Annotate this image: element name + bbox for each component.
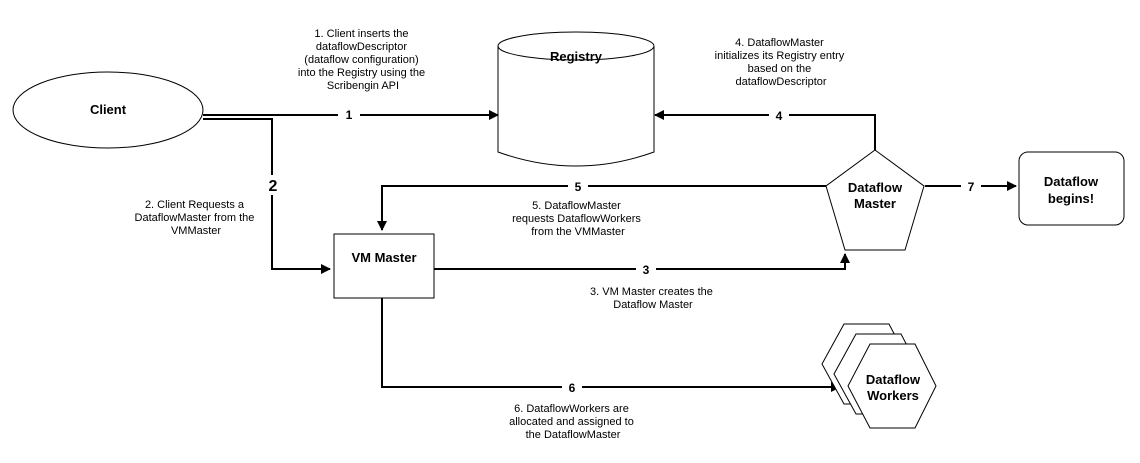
client-label: Client [90, 102, 127, 117]
registry-label: Registry [550, 49, 603, 64]
note-step-2: 2. Client Requests a DataflowMaster from… [135, 199, 258, 237]
edge-6-label: 6 [569, 381, 576, 395]
note-step-4: 4. DataflowMaster initializes its Regist… [715, 37, 848, 88]
note-step-4-line: 4. DataflowMaster [735, 37, 824, 49]
note-step-4-line: dataflowDescriptor [735, 76, 826, 88]
note-step-5: 5. DataflowMaster requests DataflowWorke… [512, 200, 644, 238]
edge-2-label: 2 [269, 178, 278, 195]
dataflow-workers-label-line1: Dataflow [866, 372, 921, 387]
dataflow-master-label-line1: Dataflow [848, 180, 903, 195]
note-step-2-line: VMMaster [171, 225, 221, 237]
note-step-6-line: 6. DataflowWorkers are [514, 403, 629, 415]
edge-3-vm-master-to-dataflow-master [434, 253, 850, 270]
edge-7-label: 7 [968, 180, 975, 194]
edge-4-label-bg [769, 106, 789, 124]
edge-4-dataflow-master-to-registry [654, 110, 876, 150]
edge-3-label-bg [636, 260, 656, 278]
note-step-2-line: DataflowMaster from the [135, 212, 255, 224]
note-step-2-line: 2. Client Requests a [145, 199, 245, 211]
note-step-1-line: Scribengin API [327, 80, 399, 92]
note-step-1: 1. Client inserts the dataflowDescriptor… [298, 28, 428, 92]
edge-4-label: 4 [776, 109, 783, 123]
edge-2-label-bg [262, 175, 284, 195]
dataflow-master-node [825, 149, 925, 251]
note-step-1-line: into the Registry using the [298, 67, 425, 79]
note-step-5-line: 5. DataflowMaster [532, 200, 621, 212]
edge-1-label-bg [338, 104, 360, 124]
vm-master-label: VM Master [351, 250, 416, 265]
dataflow-begins-label-line2: begins! [1048, 191, 1094, 206]
edge-7-label-bg [961, 177, 981, 195]
note-step-1-line: 1. Client inserts the [314, 28, 408, 40]
edge-5-dataflow-master-to-vm-master [377, 185, 826, 231]
note-step-3-line: 3. VM Master creates the [590, 286, 713, 298]
edge-6-vm-master-to-dataflow-workers [381, 298, 841, 392]
note-step-3-line: Dataflow Master [613, 299, 693, 311]
dataflow-begins-node [1018, 151, 1125, 226]
edge-5-label: 5 [575, 180, 582, 194]
dataflow-workers-node [821, 323, 937, 429]
edge-3-label: 3 [643, 263, 650, 277]
note-step-6: 6. DataflowWorkers are allocated and ass… [509, 403, 637, 441]
note-step-4-line: based on the [748, 63, 812, 75]
note-step-4-line: initializes its Registry entry [715, 50, 845, 62]
dataflow-begins-label-line1: Dataflow [1044, 174, 1099, 189]
note-step-3: 3. VM Master creates the Dataflow Master [590, 286, 716, 311]
worker-hexagon-front [847, 343, 937, 429]
dataflow-workers-label-line2: Workers [867, 388, 919, 403]
note-step-5-line: requests DataflowWorkers [512, 213, 641, 225]
note-step-1-line: dataflowDescriptor [316, 41, 407, 53]
registry-node [497, 31, 655, 167]
edge-1-label: 1 [346, 108, 353, 122]
client-node [12, 71, 204, 149]
note-step-1-line: (dataflow configuration) [304, 54, 418, 66]
dataflow-master-label-line2: Master [854, 196, 896, 211]
note-step-5-line: from the VMMaster [531, 226, 625, 238]
edge-5-label-bg [568, 177, 588, 195]
edge-6-label-bg [562, 378, 582, 396]
note-step-6-line: the DataflowMaster [526, 429, 621, 441]
note-step-6-line: allocated and assigned to [509, 416, 634, 428]
vm-master-node [333, 233, 435, 299]
